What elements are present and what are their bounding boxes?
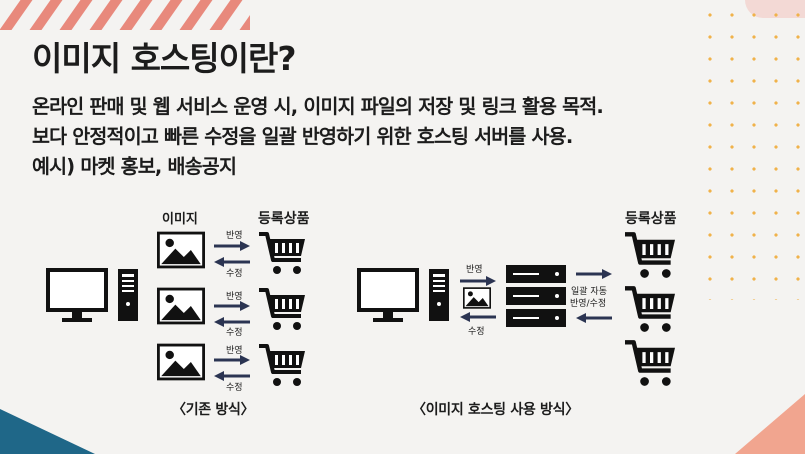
- arrow-pair-icon: [212, 354, 252, 382]
- image-icon: [463, 287, 491, 309]
- decorative-triangle-right: [735, 394, 805, 454]
- arrow-left-icon: [460, 312, 496, 322]
- slide-title: 이미지 호스팅이란?: [32, 39, 297, 78]
- desc-line-2: 보다 안정적이고 빠른 수정을 일괄 반영하기 위한 호스팅 서버를 사용.: [32, 125, 573, 148]
- shopping-cart-icon: [622, 338, 678, 388]
- arrow-pair-icon: [212, 240, 252, 268]
- server-icon: [506, 265, 566, 327]
- arrow-right-icon: [460, 276, 496, 286]
- modify-label: 수정: [468, 327, 485, 337]
- reflect-label: 반영: [226, 292, 243, 302]
- desc-line-1: 온라인 판매 및 웹 서비스 운영 시, 이미지 파일의 저장 및 링크 활용 …: [32, 95, 604, 118]
- shopping-cart-icon: [622, 230, 678, 280]
- pc-tower-icon: [428, 268, 450, 322]
- images-label: 이미지: [162, 212, 198, 227]
- shopping-cart-icon: [256, 230, 308, 276]
- caption-hosting-method: 〈이미지 호스팅 사용 방식〉: [412, 402, 579, 418]
- image-icon: [157, 286, 205, 326]
- monitor-icon: [356, 268, 420, 324]
- decorative-triangle-left: [0, 409, 95, 454]
- slide-description: 온라인 판매 및 웹 서비스 운영 시, 이미지 파일의 저장 및 링크 활용 …: [32, 92, 604, 182]
- modify-label: 수정: [226, 328, 243, 338]
- arrow-pair-icon: [212, 300, 252, 328]
- pc-tower-icon: [117, 268, 139, 322]
- shopping-cart-icon: [256, 342, 308, 388]
- modify-label: 수정: [226, 269, 243, 279]
- reflect-modify-label: 반영/수정: [570, 299, 607, 309]
- image-icon: [157, 342, 205, 382]
- image-icon: [157, 230, 205, 270]
- arrow-right-icon: [576, 269, 612, 279]
- arrow-left-icon: [576, 313, 612, 323]
- bulk-auto-label: 일괄 자동: [571, 287, 607, 297]
- decorative-dots: [695, 0, 805, 300]
- products-label-right: 등록상품: [625, 211, 677, 227]
- reflect-label: 반영: [226, 231, 243, 241]
- modify-label: 수정: [226, 383, 243, 393]
- decorative-stripes: [0, 0, 250, 30]
- products-label-left: 등록상품: [258, 211, 310, 227]
- desc-line-3: 예시) 마켓 홍보, 배송공지: [32, 155, 237, 178]
- monitor-icon: [45, 268, 109, 324]
- shopping-cart-icon: [622, 284, 678, 334]
- reflect-label: 반영: [226, 346, 243, 356]
- caption-existing-method: 〈기존 방식〉: [172, 402, 255, 418]
- reflect-label: 반영: [466, 265, 483, 275]
- shopping-cart-icon: [256, 286, 308, 332]
